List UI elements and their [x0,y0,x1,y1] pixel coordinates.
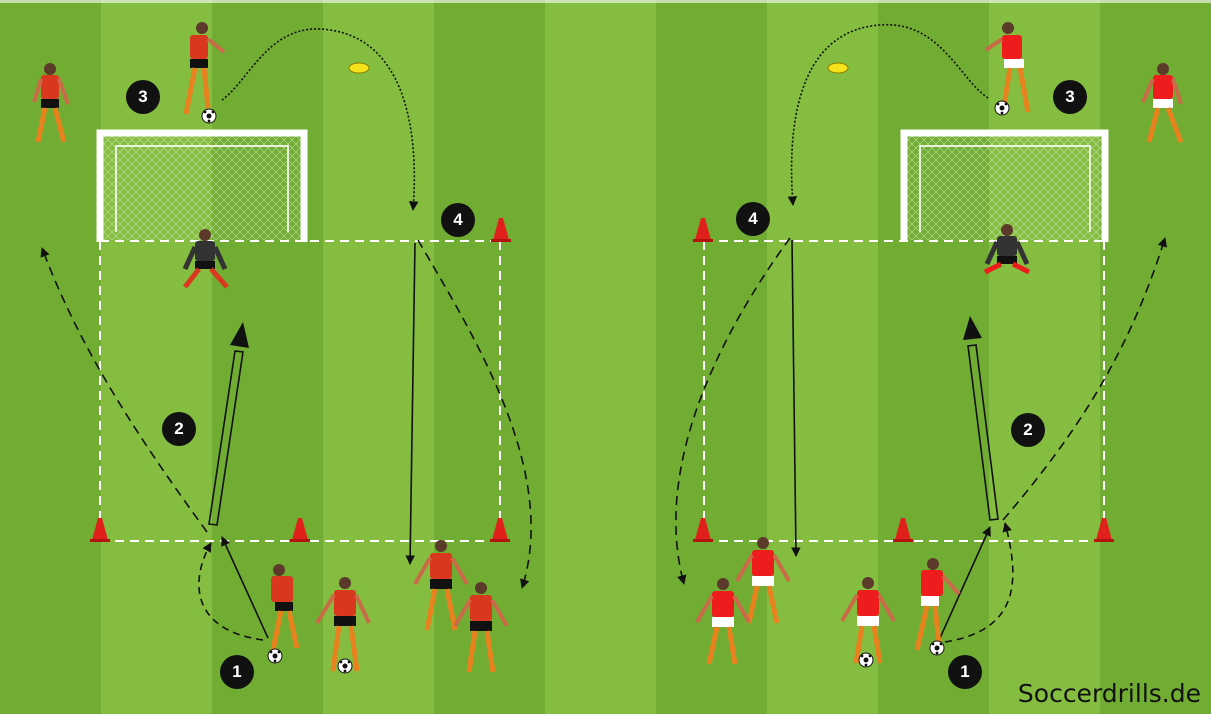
watermark: Soccerdrills.de [1018,679,1201,708]
marker-disc-icon [828,63,848,73]
soccer-ball-icon [268,649,282,663]
step-badge-4: 4 [441,203,475,237]
step-badge-1: 1 [948,655,982,689]
step-badge-4: 4 [736,202,770,236]
step-badge-2: 2 [162,412,196,446]
soccer-ball-icon [338,659,352,673]
soccer-ball-icon [202,109,216,123]
step-badge-1: 1 [220,655,254,689]
step-badge-3: 3 [126,80,160,114]
soccer-ball-icon [859,653,873,667]
marker-disc-icon [349,63,369,73]
soccer-ball-icon [995,101,1009,115]
left-goal-icon [100,133,304,242]
soccer-ball-icon [930,641,944,655]
step-badge-3: 3 [1053,80,1087,114]
step-badge-2: 2 [1011,413,1045,447]
